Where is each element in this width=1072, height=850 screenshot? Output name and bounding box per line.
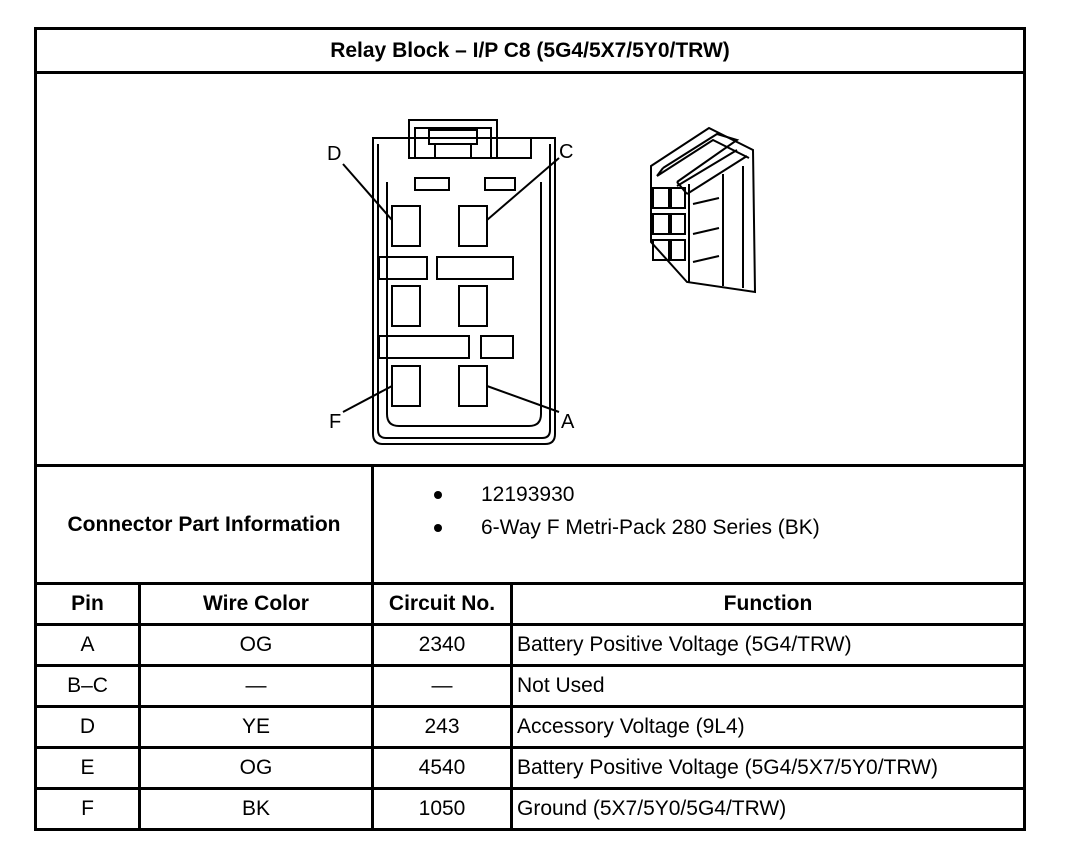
pin-cell: E bbox=[80, 756, 95, 779]
iso-cavity-4 bbox=[670, 213, 686, 235]
circuit-cell: — bbox=[431, 674, 453, 697]
circuit-cell: 243 bbox=[424, 715, 460, 738]
top-window-right bbox=[484, 177, 516, 191]
cavity-d bbox=[391, 205, 421, 247]
connector-part-number: 12193930 bbox=[481, 483, 575, 506]
latch-inner bbox=[414, 127, 492, 158]
iso-cavity-2 bbox=[670, 187, 686, 209]
cavity-f bbox=[391, 365, 421, 407]
cavity-e bbox=[458, 285, 488, 327]
rib-lower-left bbox=[378, 335, 470, 359]
connector-table-frame: Relay Block – I/P C8 (5G4/5X7/5Y0/TRW) bbox=[34, 27, 1026, 831]
divider bbox=[37, 787, 1023, 790]
bullet-icon bbox=[434, 491, 442, 499]
pin-cell: F bbox=[81, 797, 94, 820]
cavity-c bbox=[458, 205, 488, 247]
function-cell: Accessory Voltage (9L4) bbox=[517, 715, 745, 738]
header-wire-color: Wire Color bbox=[203, 592, 309, 615]
wire-color-cell: BK bbox=[241, 797, 270, 820]
divider bbox=[371, 467, 374, 582]
wire-color-cell: — bbox=[245, 674, 267, 697]
rib-left bbox=[378, 256, 428, 280]
leader-a bbox=[486, 385, 560, 413]
connector-diagram: D C F A bbox=[37, 74, 1023, 464]
function-cell: Not Used bbox=[517, 674, 605, 697]
pin-cell: A bbox=[80, 633, 95, 656]
leader-d bbox=[342, 163, 393, 221]
iso-cavity-1 bbox=[652, 187, 670, 209]
connector-top-edge bbox=[373, 137, 555, 159]
header-function: Function bbox=[723, 592, 813, 615]
connector-inner-wall bbox=[377, 144, 551, 439]
divider bbox=[371, 585, 374, 828]
wire-color-cell: OG bbox=[239, 756, 273, 779]
connector-face-drawing: D C F A bbox=[327, 119, 757, 445]
divider bbox=[37, 464, 1023, 467]
label-c: C bbox=[559, 141, 573, 163]
function-cell: Battery Positive Voltage (5G4/5X7/5Y0/TR… bbox=[517, 756, 938, 779]
divider bbox=[37, 71, 1023, 74]
leader-f bbox=[342, 385, 393, 413]
top-window-left bbox=[414, 177, 450, 191]
iso-cavity-5 bbox=[652, 239, 670, 261]
circuit-cell: 4540 bbox=[418, 756, 466, 779]
pin-cell: D bbox=[79, 715, 96, 738]
cavity-a bbox=[458, 365, 488, 407]
connector-iso-view bbox=[650, 126, 757, 294]
function-cell: Ground (5X7/5Y0/5G4/TRW) bbox=[517, 797, 787, 820]
latch-slot bbox=[434, 143, 472, 158]
connector-part-info-list: 12193930 6-Way F Metri-Pack 280 Series (… bbox=[377, 467, 1017, 582]
leader-c bbox=[486, 157, 560, 221]
connector-title: Relay Block – I/P C8 (5G4/5X7/5Y0/TRW) bbox=[330, 38, 730, 62]
divider bbox=[37, 582, 1023, 585]
function-cell: Battery Positive Voltage (5G4/TRW) bbox=[517, 633, 852, 656]
label-a: A bbox=[561, 411, 575, 433]
divider bbox=[37, 705, 1023, 708]
wire-color-cell: YE bbox=[241, 715, 270, 738]
latch-outline bbox=[408, 119, 498, 158]
connector-outer-body bbox=[372, 137, 556, 445]
rib-right bbox=[436, 256, 514, 280]
divider bbox=[138, 585, 141, 828]
rib-lower-right bbox=[480, 335, 514, 359]
label-d: D bbox=[327, 143, 341, 165]
header-pin: Pin bbox=[71, 592, 104, 615]
circuit-cell: 2340 bbox=[418, 633, 466, 656]
connector-part-info-label: Connector Part Information bbox=[67, 512, 341, 536]
circuit-cell: 1050 bbox=[418, 797, 466, 820]
divider bbox=[37, 623, 1023, 626]
connector-description: 6-Way F Metri-Pack 280 Series (BK) bbox=[481, 516, 820, 539]
divider bbox=[37, 746, 1023, 749]
cavity-outline bbox=[386, 182, 542, 427]
pin-cell: B–C bbox=[67, 674, 108, 697]
wire-color-cell: OG bbox=[239, 633, 273, 656]
label-f: F bbox=[329, 411, 341, 433]
iso-cavity-3 bbox=[652, 213, 670, 235]
divider bbox=[37, 664, 1023, 667]
cavity-b bbox=[391, 285, 421, 327]
divider bbox=[510, 585, 513, 828]
iso-cavity-6 bbox=[670, 239, 686, 261]
header-circuit-no: Circuit No. bbox=[388, 592, 496, 615]
bullet-icon bbox=[434, 524, 442, 532]
